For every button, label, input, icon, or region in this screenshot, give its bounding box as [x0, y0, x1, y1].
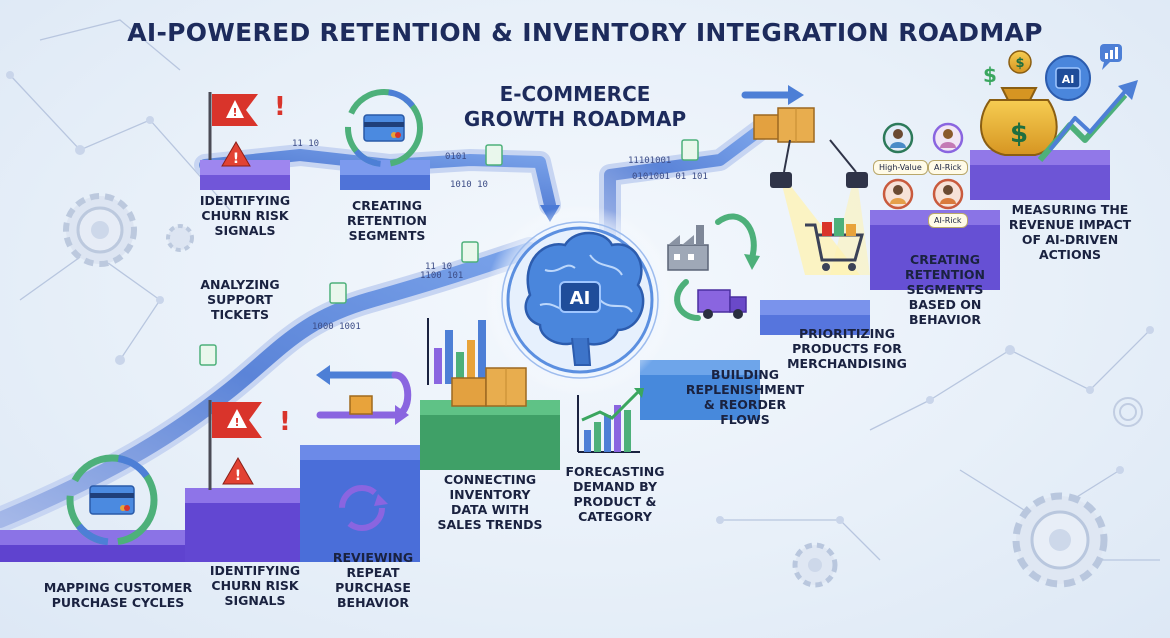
shopping-cart-icon	[805, 218, 864, 271]
staircase	[0, 150, 1110, 562]
step-label: IDENTIFYING CHURN RISK SIGNALS	[209, 563, 301, 608]
money-bag-icon: $	[980, 87, 1058, 156]
step-label: PRIORITIZING PRODUCTS FOR MERCHANDISING	[787, 326, 907, 371]
warning-flag-icon: !	[208, 92, 258, 160]
product-boxes-icon	[741, 85, 815, 143]
step-label: CREATING RETENTION SEGMENTS BASED ON BEH…	[905, 252, 985, 327]
page-title: AI-POWERED RETENTION & INVENTORY INTEGRA…	[127, 18, 1043, 47]
svg-text:$: $	[983, 63, 997, 87]
svg-text:!: !	[232, 106, 237, 119]
svg-text:!: !	[233, 151, 239, 167]
step-label: CONNECTING INVENTORY DATA WITH SALES TRE…	[437, 472, 543, 532]
svg-text:!: !	[234, 416, 239, 429]
segment-tag: AI-Rick	[928, 213, 968, 228]
svg-text:!: !	[274, 92, 286, 122]
cycle-arrows-icon	[674, 213, 760, 321]
alert-triangle-icon: ! !	[222, 407, 291, 485]
svg-text:$: $	[1010, 119, 1028, 149]
credit-card-cycle-icon	[66, 454, 158, 546]
avatar-icon	[882, 122, 964, 210]
coin-icon: $ $	[983, 50, 1032, 87]
step-label: MAPPING CUSTOMER PURCHASE CYCLES	[43, 580, 193, 610]
spotlight-icon	[770, 139, 870, 275]
gear-icon	[63, 193, 137, 267]
step-label: FORECASTING DEMAND BY PRODUCT & CATEGORY	[565, 464, 665, 524]
binary-stream: 0101	[445, 152, 467, 162]
delivery-truck-icon	[697, 289, 747, 319]
svg-text:!: !	[279, 407, 291, 437]
gear-icon	[1012, 492, 1108, 588]
ai-chip-icon	[1045, 55, 1091, 101]
forecast-chart-icon	[577, 388, 644, 453]
ai-brain-icon	[485, 205, 675, 395]
gear-icon	[792, 542, 838, 588]
chat-bubble-icon	[1100, 44, 1122, 70]
roadmap-subtitle: E-COMMERCE GROWTH ROADMAP	[463, 82, 687, 131]
gear-icon	[166, 224, 194, 252]
segment-tag: High-Value	[873, 160, 928, 175]
step-label: CREATING RETENTION SEGMENTS	[347, 198, 427, 243]
binary-stream: 1010 10	[450, 180, 488, 190]
ai-badge: AI	[570, 288, 591, 309]
svg-text:$: $	[1015, 56, 1024, 71]
step-label: ANALYZING SUPPORT TICKETS	[200, 277, 280, 322]
growth-arrow-icon	[1037, 80, 1138, 162]
step-label: REVIEWING REPEAT PURCHASE BEHAVIOR	[332, 550, 414, 610]
binary-stream: 11 10	[292, 139, 320, 149]
segment-tag: AI-Rick	[928, 160, 968, 175]
bar-chart-icon	[427, 318, 486, 385]
factory-icon	[667, 225, 709, 271]
cardboard-box-icon	[451, 367, 527, 407]
repeat-arrows-icon	[316, 365, 412, 425]
credit-card-cycle-icon	[345, 89, 423, 167]
binary-stream: 11101001	[628, 156, 672, 166]
document-icon	[199, 139, 699, 366]
warning-flag-icon: !	[208, 400, 262, 490]
step-label: MEASURING THE REVENUE IMPACT OF AI-DRIVE…	[1008, 202, 1132, 262]
ai-chip-label: AI	[1062, 73, 1075, 86]
step-label: BUILDING REPLENISHMENT & REORDER FLOWS	[685, 367, 805, 427]
step-label: IDENTIFYING CHURN RISK SIGNALS	[199, 193, 291, 238]
binary-stream: 1100 101	[420, 271, 464, 281]
binary-stream: 0101001 01 101	[632, 172, 708, 182]
alert-triangle-icon: ! !	[221, 92, 286, 167]
binary-stream: 11 10	[425, 262, 453, 272]
refresh-cycle-icon	[339, 485, 388, 531]
target-icon	[1113, 397, 1143, 427]
binary-stream: 1000 1001	[312, 322, 361, 332]
svg-text:!: !	[235, 468, 241, 484]
